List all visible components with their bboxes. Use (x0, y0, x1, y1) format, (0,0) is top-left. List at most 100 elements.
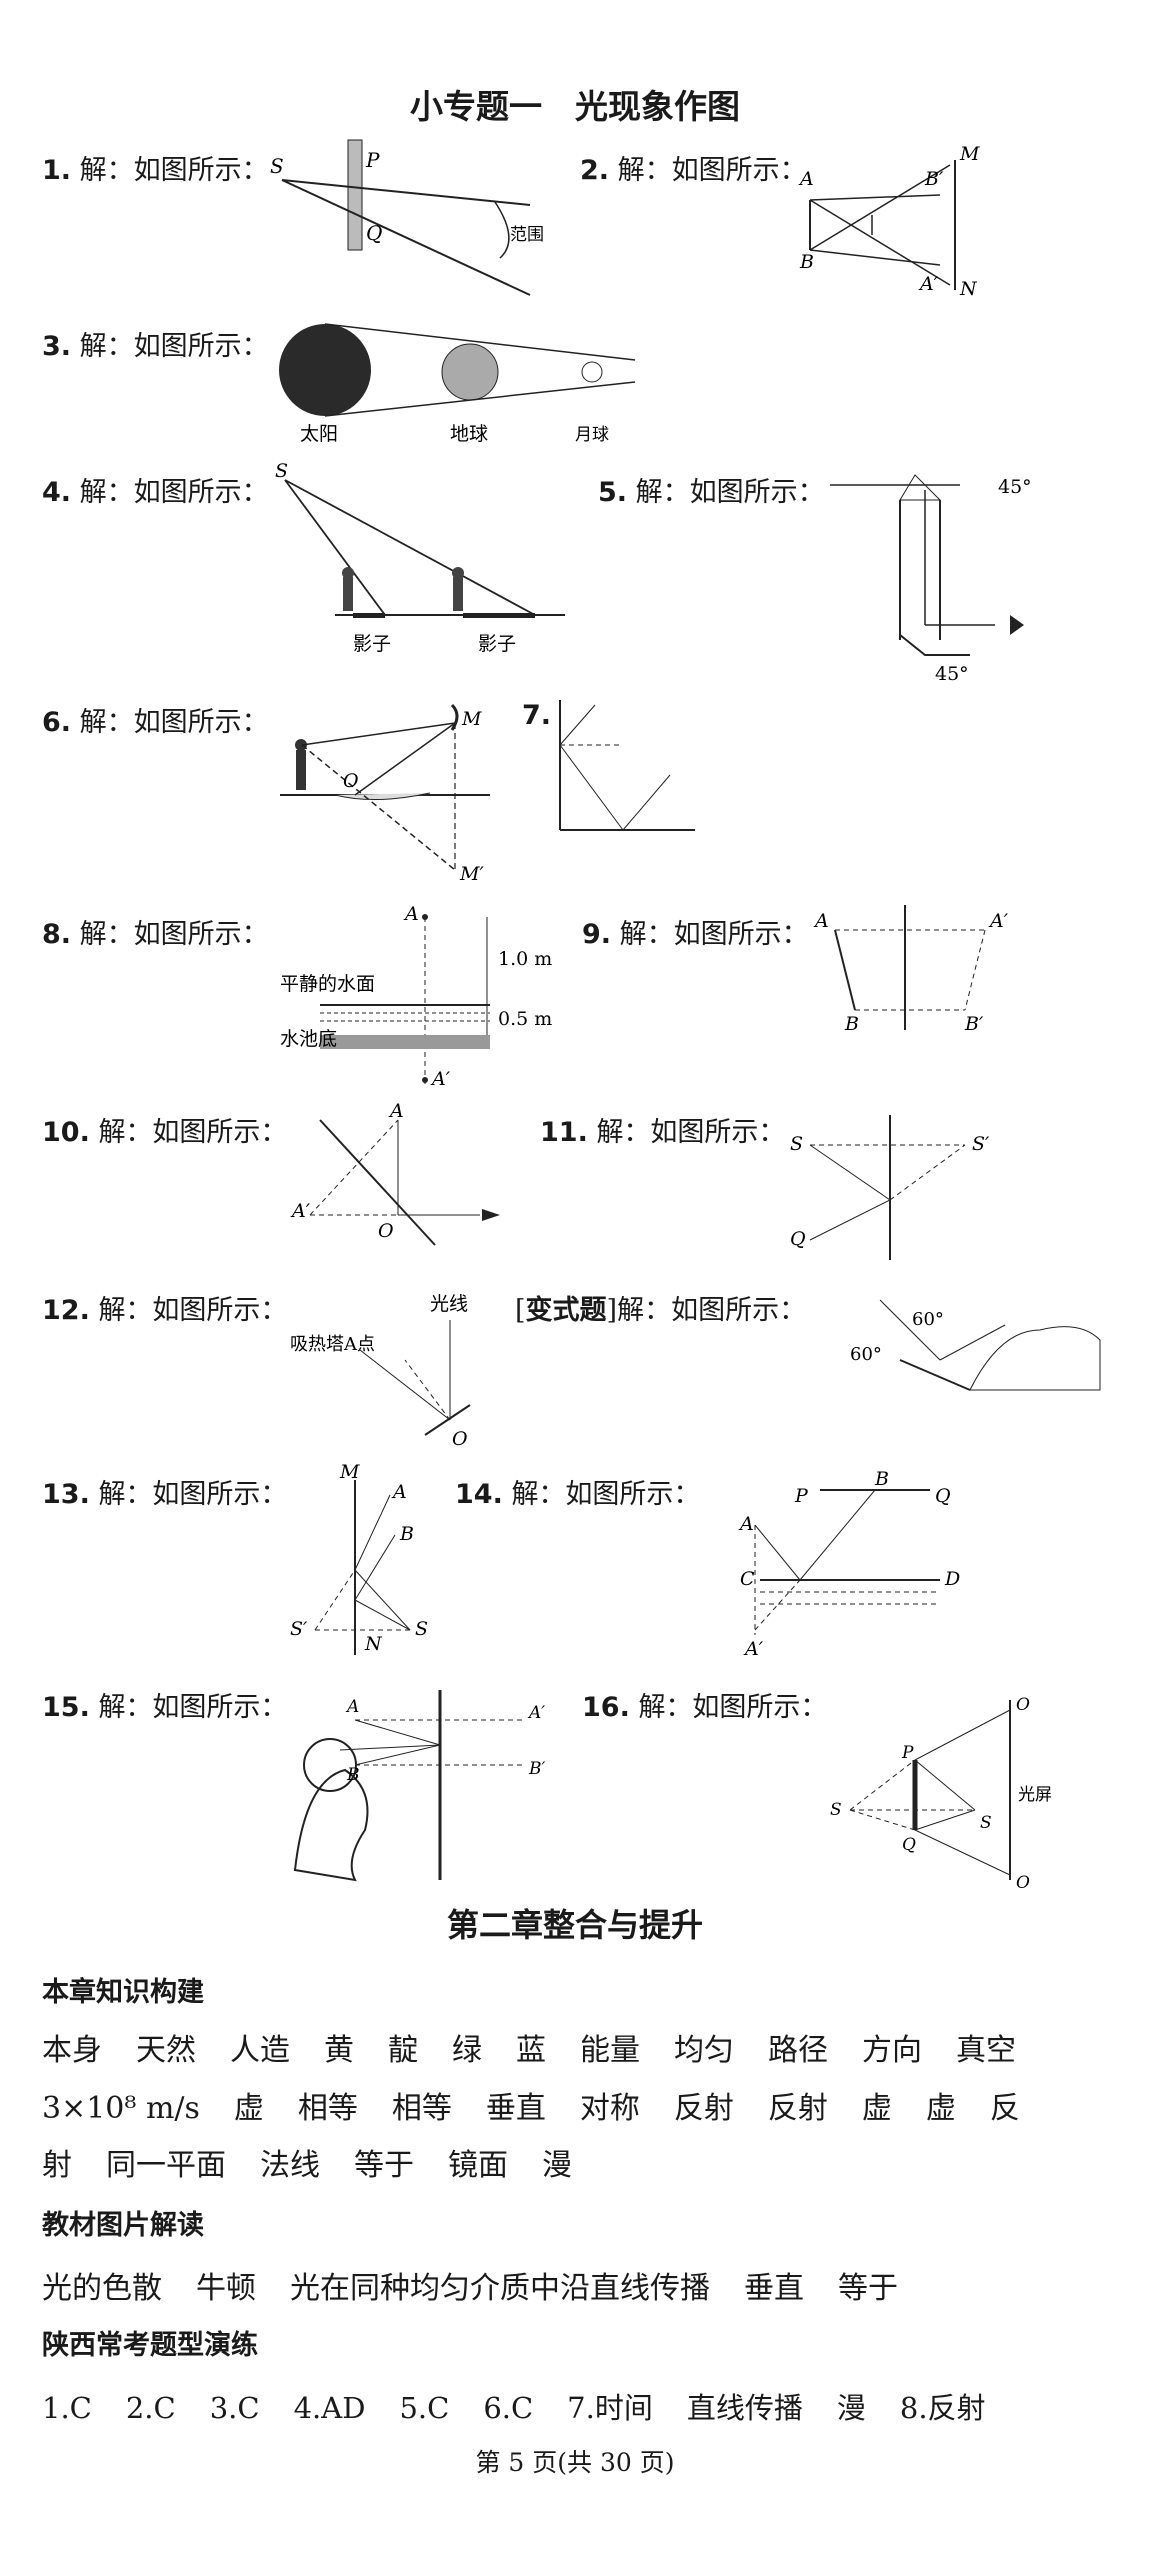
svg-text:O: O (452, 1428, 468, 1450)
problem-12-label: 12. 解：如图所示： (42, 1295, 288, 1326)
problem-13-label: 13. 解：如图所示： (42, 1479, 288, 1510)
problem-8-label: 8. 解：如图所示： (42, 919, 269, 950)
svg-text:Q: Q (902, 1835, 916, 1855)
svg-text:吸热塔A点: 吸热塔A点 (290, 1334, 375, 1355)
svg-text:M: M (461, 708, 482, 730)
svg-text:A: A (403, 903, 419, 925)
problem-7-label: 7. (522, 700, 552, 731)
figure-5: 45° 45° (830, 474, 1032, 685)
svg-text:45°: 45° (998, 476, 1032, 498)
svg-text:60°: 60° (850, 1344, 882, 1365)
svg-text:S: S (790, 1133, 803, 1155)
svg-text:影子: 影子 (478, 633, 516, 655)
figure-16: O O 光屏 P Q S S (830, 1695, 1052, 1893)
figure-15: A B A′ B′ (293, 1690, 545, 1882)
page-footer: 第 5 页(共 30 页) (475, 2448, 675, 2477)
svg-text:平静的水面: 平静的水面 (280, 973, 375, 995)
svg-text:A′: A′ (918, 273, 939, 295)
svg-text:月球: 月球 (575, 425, 609, 445)
section-knowledge-heading: 本章知识构建 (42, 1977, 204, 2008)
svg-text:Q: Q (366, 221, 382, 245)
knowledge-line-3: 射同一平面法线等于镜面漫 (42, 2148, 572, 2183)
svg-text:A: A (738, 1513, 754, 1535)
figure-3: 太阳 地球 月球 (279, 323, 636, 445)
svg-text:光线: 光线 (430, 1293, 468, 1315)
figure-2: A B B′ A′ M N (798, 143, 980, 300)
svg-text:Q: Q (935, 1485, 951, 1507)
problem-9-label: 9. 解：如图所示： (582, 919, 809, 950)
variant-label: [变式题]解：如图所示： (515, 1295, 807, 1326)
svg-text:太阳: 太阳 (300, 423, 338, 445)
svg-text:水池底: 水池底 (280, 1028, 337, 1050)
figure-14: P B Q A C D A′ (738, 1468, 960, 1660)
problem-10-label: 10. 解：如图所示： (42, 1117, 288, 1148)
svg-text:D: D (944, 1568, 960, 1590)
figure-13: M A B S′ S N (290, 1461, 428, 1655)
figure-6: M O M′ (280, 703, 490, 885)
figure-7 (559, 700, 695, 831)
chapter-title: 第二章整合与提升 (446, 1906, 703, 1944)
svg-text:S: S (270, 154, 284, 178)
figure-9: A A′ B B′ (813, 905, 1009, 1035)
problem-2-label: 2. 解：如图所示： (580, 155, 807, 186)
svg-text:60°: 60° (912, 1309, 944, 1330)
figure-8: 平静的水面 水池底 A A′ 1.0 m 0.5 m (280, 903, 552, 1090)
variant-figure: 60° 60° (850, 1299, 1101, 1391)
svg-text:A′: A′ (430, 1068, 451, 1090)
svg-text:A: A (391, 1481, 407, 1503)
svg-text:A′: A′ (527, 1703, 545, 1723)
svg-text:B′: B′ (528, 1759, 545, 1779)
svg-text:光屏: 光屏 (1018, 1785, 1052, 1805)
svg-text:A: A (388, 1100, 404, 1122)
svg-text:P: P (794, 1485, 809, 1507)
svg-text:地球: 地球 (450, 423, 488, 445)
svg-text:M: M (959, 143, 980, 165)
page-title: 小专题一 光现象作图 (410, 87, 740, 126)
figure-12: 光线 吸热塔A点 O (290, 1293, 471, 1450)
svg-text:S′: S′ (290, 1618, 308, 1640)
svg-text:范围: 范围 (510, 225, 544, 245)
svg-text:N: N (959, 278, 978, 300)
svg-text:A: A (798, 168, 814, 190)
problem-11-label: 11. 解：如图所示： (540, 1117, 786, 1148)
problem-1-label: 1. 解：如图所示： (42, 155, 269, 186)
figure-4: S 影子 影子 (275, 460, 565, 655)
svg-text:B: B (799, 251, 814, 273)
svg-text:O: O (343, 770, 359, 792)
svg-text:O: O (1016, 1873, 1030, 1893)
problem-3-label: 3. 解：如图所示： (42, 331, 269, 362)
svg-text:A′: A′ (988, 910, 1009, 932)
svg-text:C: C (740, 1568, 755, 1590)
svg-text:B: B (844, 1013, 859, 1035)
figure-10: A A′ O (290, 1100, 500, 1246)
problem-4-label: 4. 解：如图所示： (42, 477, 269, 508)
svg-text:S: S (830, 1800, 842, 1820)
svg-text:影子: 影子 (353, 633, 391, 655)
svg-text:B: B (399, 1523, 414, 1545)
svg-text:A′: A′ (743, 1638, 764, 1660)
svg-text:Q: Q (790, 1228, 806, 1250)
problem-6-label: 6. 解：如图所示： (42, 707, 269, 738)
svg-text:S: S (980, 1813, 992, 1833)
svg-text:M′: M′ (459, 863, 484, 885)
svg-text:A′: A′ (290, 1200, 311, 1222)
svg-text:S: S (415, 1618, 428, 1640)
svg-text:B′: B′ (964, 1013, 984, 1035)
figure-1: S P Q 范围 (270, 139, 544, 296)
problem-15-label: 15. 解：如图所示： (42, 1692, 288, 1723)
svg-text:A: A (813, 910, 829, 932)
problem-5-label: 5. 解：如图所示： (598, 477, 825, 508)
svg-text:B: B (346, 1765, 360, 1785)
svg-text:B′: B′ (924, 168, 944, 190)
svg-text:M: M (339, 1461, 360, 1483)
section-practice-heading: 陕西常考题型演练 (42, 2330, 258, 2361)
problem-16-label: 16. 解：如图所示： (582, 1692, 828, 1723)
svg-text:P: P (365, 148, 380, 172)
svg-text:45°: 45° (935, 663, 969, 685)
figure-11: S S′ Q (790, 1115, 990, 1260)
knowledge-line-1: 本身天然人造黄靛绿蓝能量均匀路径方向真空 (42, 2033, 1016, 2068)
problem-14-label: 14. 解：如图所示： (455, 1479, 701, 1510)
svg-text:S′: S′ (972, 1133, 990, 1155)
svg-text:A: A (345, 1697, 359, 1717)
